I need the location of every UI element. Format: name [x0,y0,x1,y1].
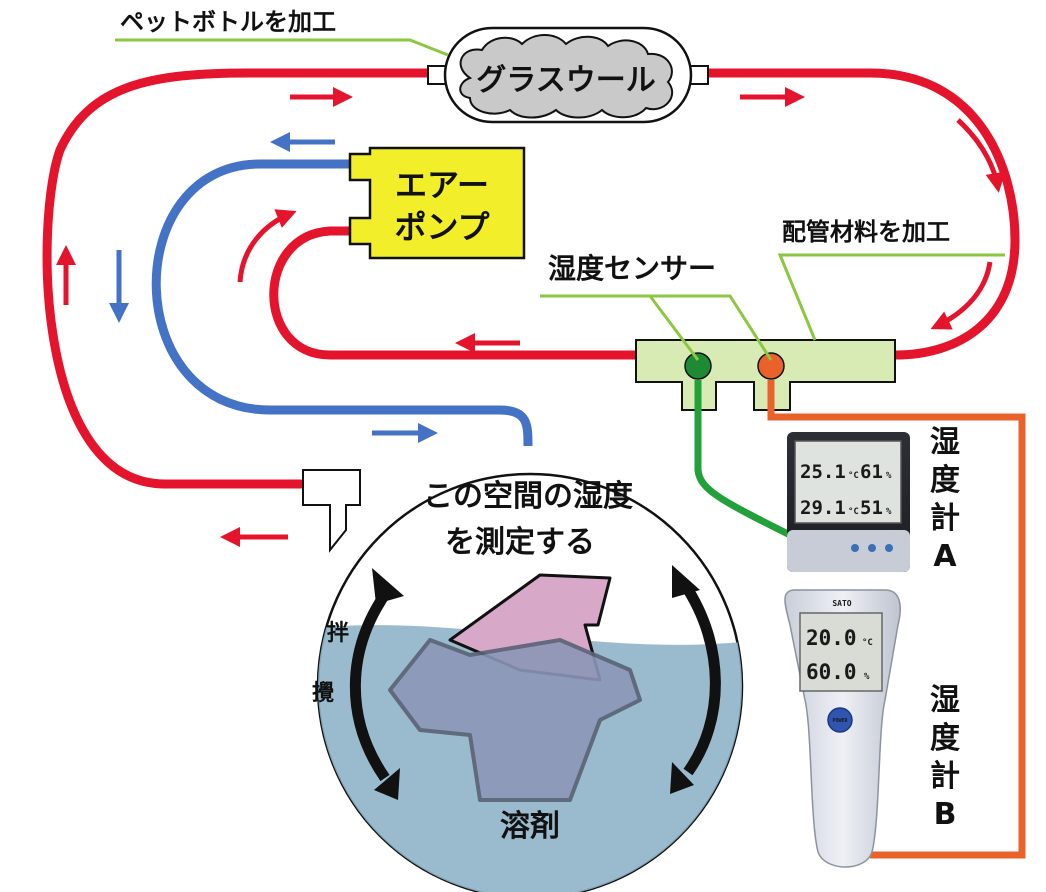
glass-wool-cloud [459,34,674,119]
sensor-a-wire [694,380,802,544]
meter-a-row2-hum: 51 [860,497,883,519]
stir-arrow-right-head-top [672,565,700,598]
flow-arrows [56,87,1006,547]
glass-wool-filter: グラスウール [427,26,709,124]
hygrometer-a-lower [787,530,910,572]
chamber-outlet-nozzle [302,469,361,553]
meter-b-hum: 60.0 [806,660,857,684]
stir-arrow-left [349,586,393,782]
stir-arrow-left-head-bottom [374,768,400,800]
flow-arrow [956,118,1006,193]
stir-arrow-right [680,581,721,776]
sensor-b-port [757,352,785,380]
air-pump-body [348,146,526,260]
hygrometer-b: SATO 20.0 °C 60.0 % POWER [784,589,901,868]
meter-a-row1-hum-unit: % [886,471,892,481]
stir-label-2: 拌 [327,621,349,646]
hygrometer-a-button [885,544,893,552]
meter-b-label-char: 計 [930,759,960,794]
pet-bottle-callout-line [115,38,449,57]
stir-label-1: 攪 [312,680,334,706]
humidity-sensor-callout-line-2 [648,295,700,361]
supply-pipe [151,159,533,447]
sensor-a-port [684,352,712,380]
sensor-b-wire [767,380,1026,859]
outer-return-pipe [42,68,430,489]
meter-a-row2-temp-unit: °C [848,507,859,517]
flow-arrow [930,261,993,330]
air-pump: エアー ポンプ [348,146,526,260]
shirt-blue [388,638,642,802]
meter-b-label-char: B [934,797,957,832]
meter-a-label-char: 度 [930,463,960,498]
stir-arrow-left-head-top [372,568,404,604]
meter-b-power-label: POWER [832,718,848,724]
inner-return-pipe [269,226,636,360]
meter-a-label-char: A [933,539,957,574]
outer-right-pipe [706,68,1020,360]
chamber-label-line1: この空間の湿度 [423,479,633,514]
meter-a-row1-hum: 61 [860,461,883,483]
humidity-sensor-label: 湿度センサー [548,252,716,285]
piping-label: 配管材料を加工 [782,218,950,246]
humidity-sensor-callout-line [540,294,773,361]
chamber-label-line2: を測定する [445,525,595,560]
measurement-chamber: この空間の湿度 を測定する 溶剤 攪 拌 [302,469,744,892]
meter-b-label-char: 湿 [930,683,960,718]
pet-bottle-label: ペットボトルを加工 [120,8,336,36]
meter-a-label: 湿 度 計 A [930,425,960,574]
meter-a-label-char: 湿 [930,425,960,460]
meter-b-brand: SATO [832,599,851,608]
air-pump-label-line2: ポンプ [394,208,490,246]
meter-b-temp: 20.0 [806,626,857,650]
meter-a-row1-temp-unit: °C [848,471,859,481]
hygrometer-b-screen [799,612,883,692]
meter-a-label-char: 計 [930,501,960,536]
meter-a-row2-hum-unit: % [886,507,892,517]
hygrometer-a: 25.1 °C 61 % 29.1 °C 51 % [787,432,910,572]
piping-callout-line [777,253,1005,341]
flow-arrow [237,209,297,283]
meter-b-label-char: 度 [930,721,960,756]
hygrometer-a-button [868,544,876,552]
hygrometer-b-power-button [827,707,853,733]
meter-b-label: 湿 度 計 B [930,683,960,832]
meter-a-row1-temp: 25.1 [800,461,846,483]
glass-wool-label: グラスウール [476,63,655,98]
hygrometer-a-button [851,544,859,552]
air-pump-label-line1: エアー [395,166,489,204]
solvent-label: 溶剤 [500,809,560,844]
meter-b-temp-unit: °C [862,638,873,648]
stir-arrow-right-head-bottom [670,762,694,794]
hygrometer-a-screen [794,440,902,524]
meter-a-row2-temp: 29.1 [800,497,846,519]
meter-b-hum-unit: % [864,672,870,682]
